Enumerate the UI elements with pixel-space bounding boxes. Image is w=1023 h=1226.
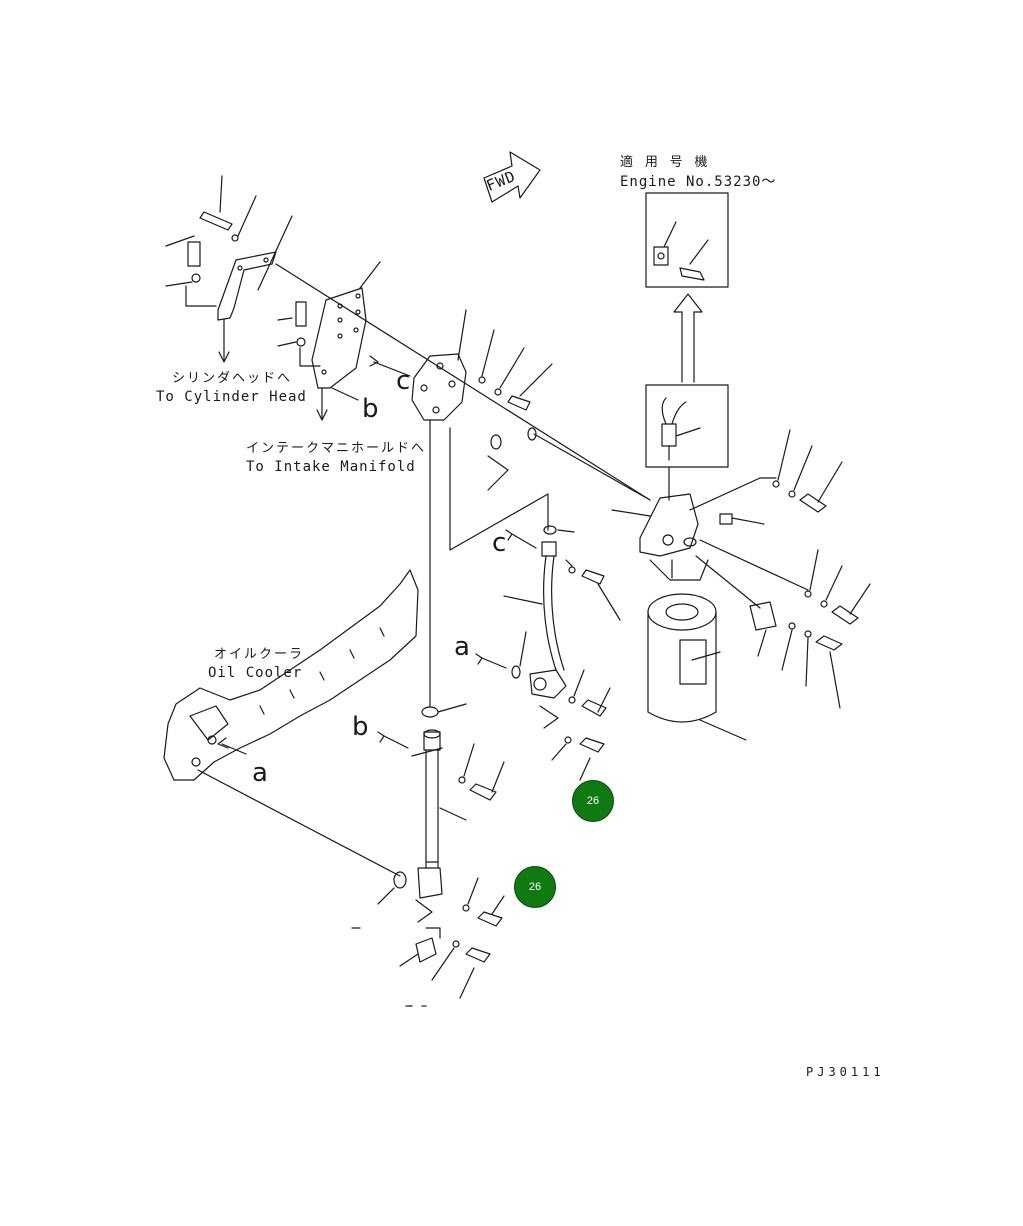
connection-a-upper: a [454,632,470,662]
intake-manifold-en: To Intake Manifold [246,459,416,475]
filter-head [611,429,871,709]
bolt-group-1 [165,175,293,307]
applicable-engine-en: Engine No.53230～ [620,174,777,190]
drawing-number: PJ30111 [806,1065,885,1079]
cylinder-head-jp: シリンダヘッドへ [172,371,293,386]
connection-c-upper: c [396,366,411,396]
intake-manifold-jp: インテークマニホールドへ [246,441,427,456]
oil-cooler-jp: オイルクーラ [214,647,305,662]
cylinder-head-en: To Cylinder Head [156,389,307,405]
part-callout-26[interactable]: 26 [572,780,614,822]
oil-filter-cartridge [647,593,747,741]
oil-cooler [163,569,419,877]
tube-lower [351,703,505,1007]
fwd-arrow [483,151,541,203]
o-ring-1 [490,434,502,450]
guide-line-2 [533,433,651,501]
sensor-detail-box [645,192,729,288]
leader-1 [487,455,509,491]
applicable-engine-jp: 適 用 号 機 [620,155,710,170]
bracket-intake [277,261,381,421]
sensor-old-box [645,384,729,501]
connection-b-lower: b [352,712,369,742]
filter-head-adapter [369,309,553,421]
connection-b-upper: b [362,394,379,424]
part-callout-26[interactable]: 26 [514,866,556,908]
hose-middle [475,529,621,781]
o-ring-2 [527,427,537,441]
route-c [449,427,549,551]
guide-line-1 [275,263,651,501]
connection-c-lower: c [492,528,507,558]
oil-cooler-en: Oil Cooler [208,665,303,681]
upgrade-arrow [673,293,703,383]
bracket-cylinder-head [217,251,277,363]
connection-a-lower: a [252,758,268,788]
